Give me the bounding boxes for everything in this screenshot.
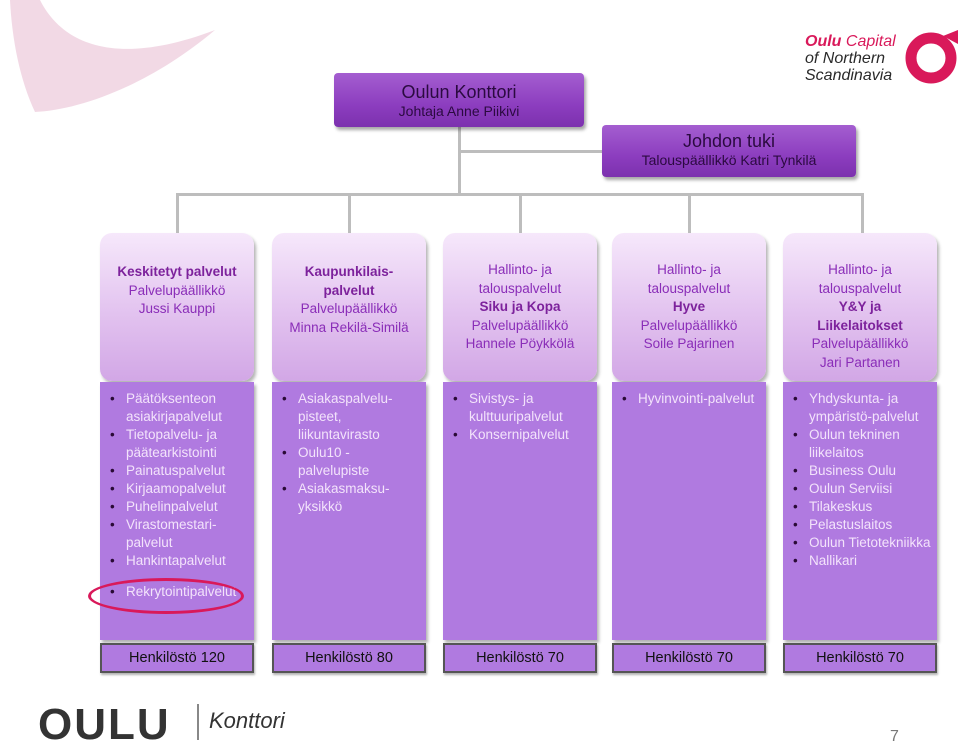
column-header-siku-kopa: Hallinto- ja talouspalvelut Siku ja Kopa… [443, 233, 597, 381]
column-header-centralized: Keskitetyt palvelut Palvelupäällikkö Jus… [100, 233, 254, 381]
support-title: Johdon tuki [682, 131, 776, 151]
staff-count: Henkilöstö 70 [612, 643, 766, 673]
header-line: Palvelupäällikkö [300, 301, 398, 316]
column-body-hyve: Hyvinvointi-palvelut [612, 382, 766, 640]
list-item: Kirjaamopalvelut [106, 480, 248, 498]
header-line: Palvelupäällikkö [811, 336, 909, 351]
list-item: Nallikari [789, 552, 931, 570]
connector-support [460, 150, 602, 153]
header-line: Jari Partanen [819, 354, 901, 370]
header-line: Hallinto- ja [488, 262, 552, 277]
list-item: Päätöksenteon asiakirjapalvelut [106, 390, 248, 426]
header-line: talouspalvelut [478, 280, 562, 296]
column-header-citizen: Kaupunkilais- palvelut Palvelupäällikkö … [272, 233, 426, 381]
staff-count: Henkilöstö 80 [272, 643, 426, 673]
list-item: Oulun Serviisi [789, 480, 931, 498]
column-body-yy: Yhdyskunta- ja ympäristö-palvelut Oulun … [783, 382, 937, 640]
connector-col3 [519, 193, 522, 235]
header-line: Palvelupäällikkö [471, 317, 569, 333]
header-line: Palvelupäällikkö [640, 317, 738, 333]
header-line: Y&Y ja [838, 299, 882, 314]
director-box: Oulun Konttori Johtaja Anne Piikivi [334, 73, 584, 127]
staff-count: Henkilöstö 120 [100, 643, 254, 673]
header-line: Hallinto- ja [657, 262, 721, 277]
brand-ring-icon [905, 30, 958, 84]
list-item: Virastomestari-palvelut [106, 516, 248, 552]
header-line: Kaupunkilais- [304, 264, 394, 279]
list-item: Tietopalvelu- ja päätearkistointi [106, 426, 248, 462]
header-line: Keskitetyt palvelut [117, 264, 237, 279]
list-item: Asiakaspalvelu-pisteet, liikuntavirasto [278, 390, 420, 444]
column-body-siku-kopa: Sivistys- ja kulttuuripalvelut Konsernip… [443, 382, 597, 640]
list-item: Hyvinvointi-palvelut [618, 390, 760, 408]
header-line: Palvelupäällikkö [128, 282, 226, 298]
list-item: Tilakeskus [789, 498, 931, 516]
header-line: Hyve [672, 299, 706, 314]
header-line: Hannele Pöykkölä [465, 336, 575, 351]
header-line: Hallinto- ja [828, 262, 892, 277]
support-box: Johdon tuki Talouspäällikkö Katri Tynkil… [602, 125, 856, 177]
header-line: talouspalvelut [647, 280, 731, 296]
highlight-ellipse [88, 578, 244, 614]
header-line: palvelut [323, 282, 375, 298]
list-item: Yhdyskunta- ja ympäristö-palvelut [789, 390, 931, 426]
brand-line2: of Northern [805, 50, 886, 67]
connector-col1 [176, 193, 179, 235]
director-subtitle: Johtaja Anne Piikivi [398, 103, 520, 119]
staff-count: Henkilöstö 70 [783, 643, 937, 673]
list-item: Hankintapalvelut [106, 552, 248, 570]
brand-slogan: Oulu Capital of Northern Scandinavia [805, 33, 896, 84]
staff-count: Henkilöstö 70 [443, 643, 597, 673]
header-line: Soile Pajarinen [643, 336, 735, 351]
list-item: Pelastuslaitos [789, 516, 931, 534]
header-line: Minna Rekilä-Similä [289, 319, 409, 335]
connector-col5 [861, 193, 864, 235]
support-subtitle: Talouspäällikkö Katri Tynkilä [641, 152, 817, 168]
brand-line3: Scandinavia [805, 67, 893, 84]
connector-trunk [458, 127, 461, 195]
list-item: Oulu10 -palvelupiste [278, 444, 420, 480]
logo-divider [197, 704, 199, 740]
header-line: Siku ja Kopa [479, 299, 561, 314]
decorative-swoosh-left [10, 0, 215, 112]
page-number: 7 [890, 728, 899, 745]
header-line: talouspalvelut [818, 280, 902, 296]
brand-line1-rest: Capital [845, 33, 896, 50]
list-item: Asiakasmaksu-yksikkö [278, 480, 420, 516]
connector-col4 [688, 193, 691, 235]
list-item: Business Oulu [789, 462, 931, 480]
header-line: Jussi Kauppi [138, 301, 216, 316]
connector-col2 [348, 193, 351, 235]
director-title: Oulun Konttori [401, 82, 517, 102]
list-item: Puhelinpalvelut [106, 498, 248, 516]
brand-line1-bold: Oulu [805, 33, 842, 50]
column-header-hyve: Hallinto- ja talouspalvelut Hyve Palvelu… [612, 233, 766, 381]
column-header-yy: Hallinto- ja talouspalvelut Y&Y ja Liike… [783, 233, 937, 381]
list-item: Konsernipalvelut [449, 426, 591, 444]
konttori-label: Konttori [209, 708, 285, 733]
list-item: Painatuspalvelut [106, 462, 248, 480]
list-item: Sivistys- ja kulttuuripalvelut [449, 390, 591, 426]
header-line: Liikelaitokset [817, 317, 903, 333]
list-item: Oulun Tietotekniikka [789, 534, 931, 552]
list-item: Oulun tekninen liikelaitos [789, 426, 931, 462]
column-body-citizen: Asiakaspalvelu-pisteet, liikuntavirasto … [272, 382, 426, 640]
oulu-logo: OULU [38, 700, 171, 749]
